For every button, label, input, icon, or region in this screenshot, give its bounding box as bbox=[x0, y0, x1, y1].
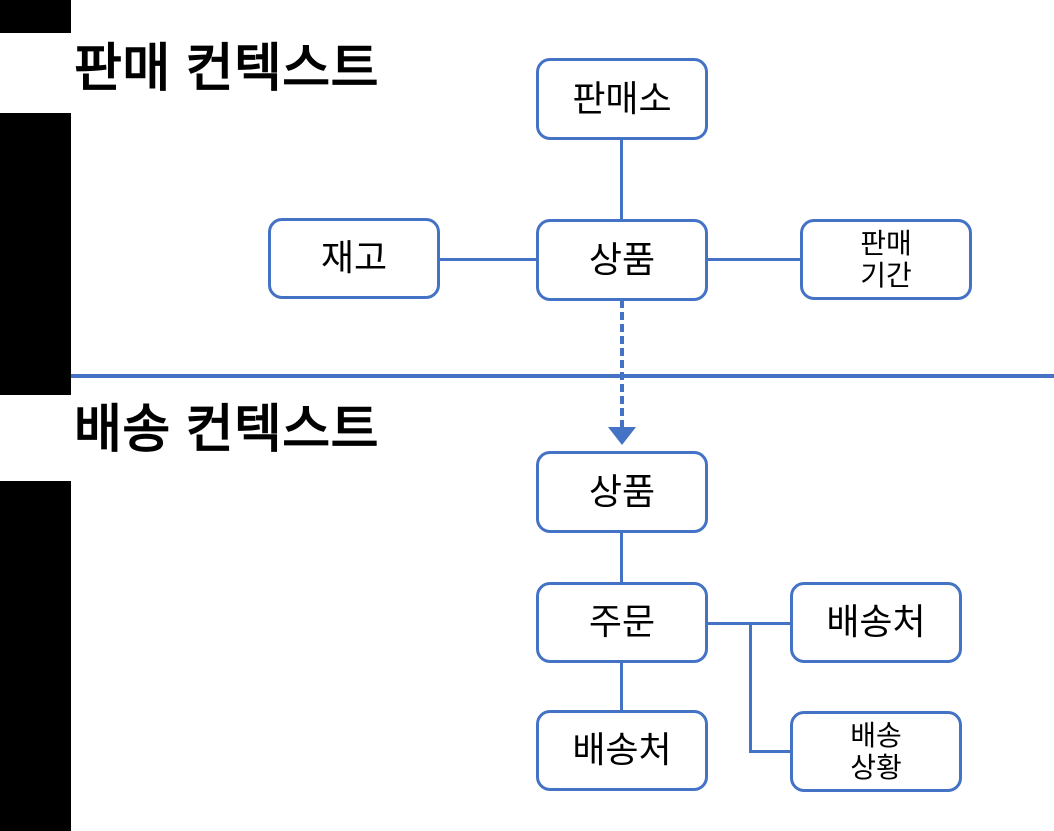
connector-trunk-to-destination-right bbox=[749, 622, 791, 625]
connector-trunk-to-delivery-status bbox=[749, 750, 791, 753]
branch-trunk-vertical bbox=[749, 622, 752, 753]
connector-inventory-to-product bbox=[439, 258, 538, 261]
node-destination-right[interactable]: 배송처 bbox=[790, 582, 962, 663]
node-order[interactable]: 주문 bbox=[536, 582, 708, 663]
node-product-delivery[interactable]: 상품 bbox=[536, 451, 708, 533]
node-delivery-status[interactable]: 배송 상황 bbox=[790, 711, 962, 792]
connector-product-to-order bbox=[620, 531, 623, 585]
left-black-rail bbox=[0, 0, 71, 831]
connector-order-to-destination bbox=[620, 661, 623, 712]
context-divider bbox=[71, 374, 1054, 378]
node-sales-period[interactable]: 판매 기간 bbox=[800, 219, 972, 300]
node-sales-outlet[interactable]: 판매소 bbox=[536, 58, 708, 140]
cross-context-dashed-line bbox=[620, 300, 624, 428]
connector-product-to-sales-period bbox=[706, 258, 801, 261]
sales-context-title: 판매 컨텍스트 bbox=[74, 40, 379, 98]
delivery-context-title: 배송 컨텍스트 bbox=[74, 401, 379, 459]
rail-notch-top bbox=[0, 33, 71, 113]
node-product-sales[interactable]: 상품 bbox=[536, 219, 708, 301]
connector-outlet-to-product bbox=[620, 139, 623, 221]
node-destination-left[interactable]: 배송처 bbox=[536, 710, 708, 791]
rail-notch-bottom bbox=[0, 395, 71, 481]
node-inventory[interactable]: 재고 bbox=[268, 218, 440, 299]
cross-context-arrow-head bbox=[608, 427, 636, 445]
connector-order-to-branch-trunk bbox=[706, 622, 752, 625]
